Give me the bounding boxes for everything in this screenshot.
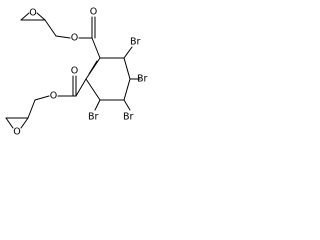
bond-bottom-o-ch2 <box>34 95 50 101</box>
atom-label-br-bottom-right: Br <box>123 112 134 123</box>
bond-top-ch2-o <box>55 35 71 39</box>
chemical-structure-diagram: O O O Br Br Br Br O O O <box>5 7 148 138</box>
bond-ring-c5-c4 <box>123 78 131 101</box>
bond-ring-c1-c2-double-2 <box>88 60 98 75</box>
bond-c4-br <box>123 99 131 111</box>
bond-epoxide-bottom-o-left <box>5 117 14 129</box>
top-glycidyl-ester-group <box>20 12 101 59</box>
bond-top-carbonyl-ring <box>91 37 101 59</box>
bond-ring-c1-c2-double-1 <box>85 57 101 80</box>
bond-bottom-ch2-c <box>27 99 36 119</box>
bond-ring-c3-c2 <box>85 78 101 101</box>
bottom-glycidyl-ester-group <box>5 75 87 129</box>
atom-label-o-carbonyl-top: O <box>90 7 97 18</box>
bond-ring-c6-c5 <box>123 57 131 80</box>
bond-epoxide-top-o-right <box>36 12 46 21</box>
atom-label-o-ester-bottom: O <box>50 91 57 102</box>
bond-ring-bottom-carbonyl <box>75 78 87 97</box>
bromine-substituents <box>94 46 141 111</box>
atom-label-o-carbonyl-bottom: O <box>71 66 78 77</box>
atom-label-br-top-right: Br <box>130 37 141 48</box>
atom-label-o-epoxide-bottom: O <box>13 127 20 138</box>
atom-label-o-ester-top: O <box>71 33 78 44</box>
bond-epoxide-bottom-o-right <box>20 117 29 129</box>
bond-c3-br <box>94 99 101 111</box>
atom-label-br-bottom-left: Br <box>88 112 99 123</box>
bond-c6-br <box>123 46 133 59</box>
bond-epoxide-top-o-left <box>20 12 30 21</box>
atom-label-br-middle-right: Br <box>137 74 148 85</box>
cyclohexene-ring <box>85 57 131 101</box>
atom-label-o-epoxide-top: O <box>29 8 36 19</box>
atom-labels: O O O Br Br Br Br O O O <box>13 7 147 138</box>
bond-top-c-ch2 <box>44 19 57 37</box>
